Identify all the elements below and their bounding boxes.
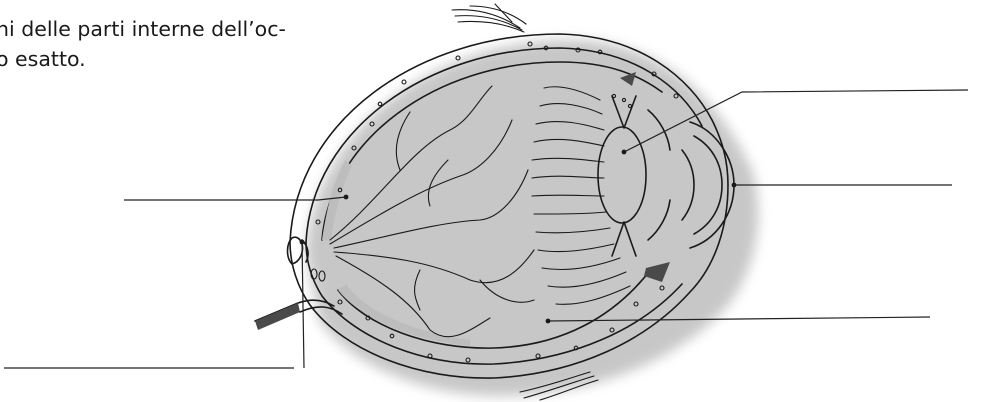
label-line-cornea[interactable]	[732, 183, 952, 188]
eye-muscle-top	[452, 4, 526, 32]
label-line-optic-nerve[interactable]	[4, 240, 304, 368]
